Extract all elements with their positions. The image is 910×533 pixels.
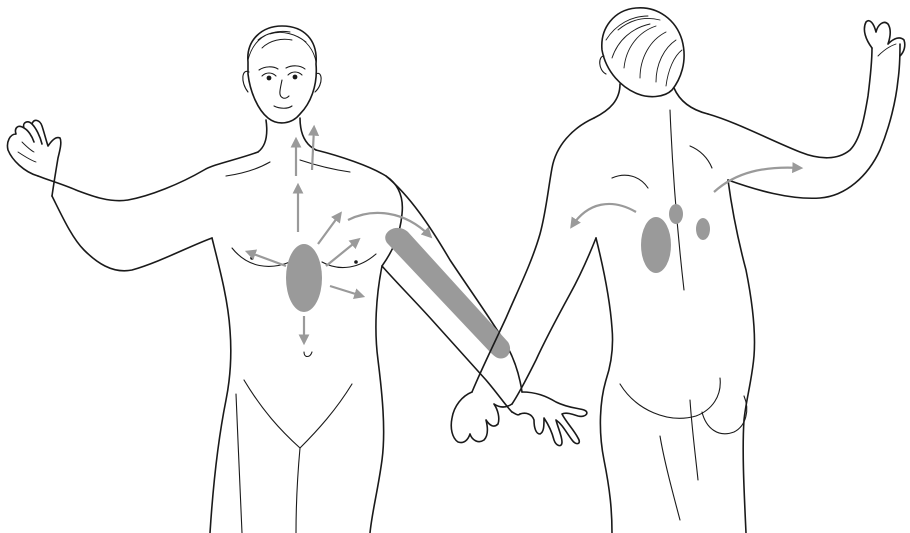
left-eye-icon	[293, 75, 298, 80]
central-chest-pain-area	[286, 244, 322, 312]
right-eye-icon	[267, 76, 272, 81]
left-arm-pain-band	[385, 228, 510, 359]
arrow-back-left-shoulder	[572, 204, 636, 226]
arrow-left-chest	[326, 240, 358, 266]
back-neck-left	[674, 88, 708, 114]
back-view-figure	[451, 8, 905, 533]
back-head	[600, 8, 684, 97]
front-head	[243, 26, 321, 123]
navel-icon	[304, 352, 312, 357]
scapula-pain-area-large	[641, 217, 671, 273]
front-view-figure	[7, 26, 586, 533]
arrow-back-right-shoulder	[714, 168, 800, 192]
scapula-pain-area-small-lower	[696, 218, 710, 240]
front-left-arm	[382, 176, 587, 446]
back-radiation-arrows	[572, 168, 800, 226]
back-torso	[451, 110, 754, 533]
front-neck-right	[258, 120, 267, 152]
front-torso	[7, 120, 402, 533]
back-neck-right	[594, 84, 620, 118]
right-nipple-icon	[250, 256, 254, 260]
arrow-left-lower-chest	[330, 286, 362, 296]
back-raised-arm	[708, 21, 905, 199]
arrow-left-upper-chest	[318, 214, 340, 244]
left-nipple-icon	[354, 260, 358, 264]
scapula-pain-area-small-upper	[669, 204, 683, 224]
